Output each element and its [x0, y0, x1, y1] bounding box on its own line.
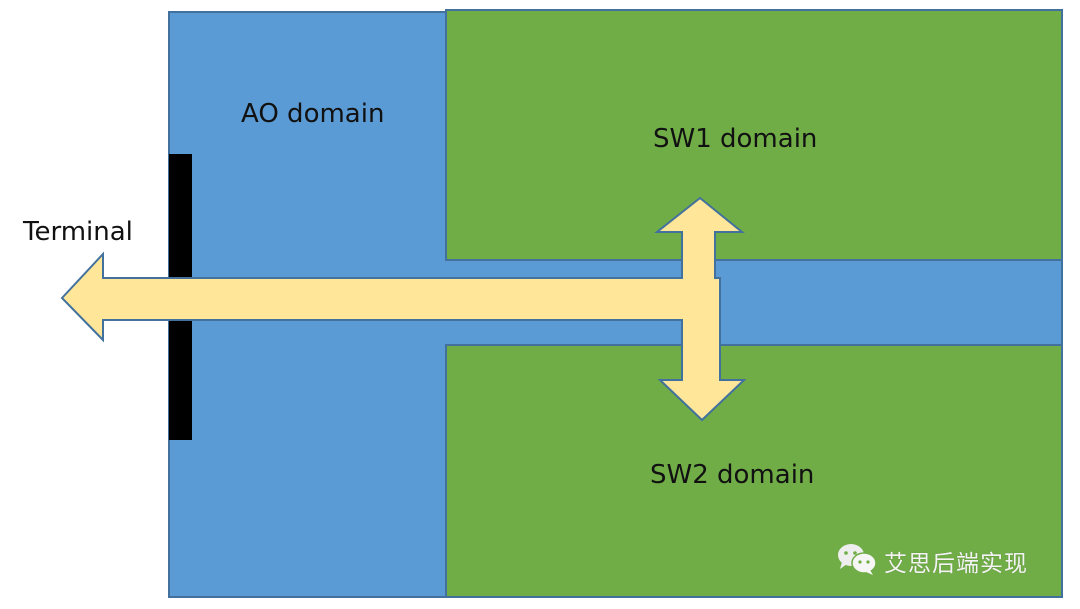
sw1-domain-box [445, 9, 1063, 261]
ao-domain-label: AO domain [241, 99, 385, 129]
signal-arrow [60, 196, 747, 422]
sw1-domain-label: SW1 domain [653, 124, 818, 154]
watermark: 艾思后端实现 [836, 542, 1028, 580]
wechat-icon [836, 542, 878, 580]
sw2-domain-box [445, 344, 1063, 598]
terminal-label: Terminal [23, 217, 133, 247]
watermark-text: 艾思后端实现 [884, 551, 1028, 577]
sw2-domain-label: SW2 domain [650, 460, 815, 490]
